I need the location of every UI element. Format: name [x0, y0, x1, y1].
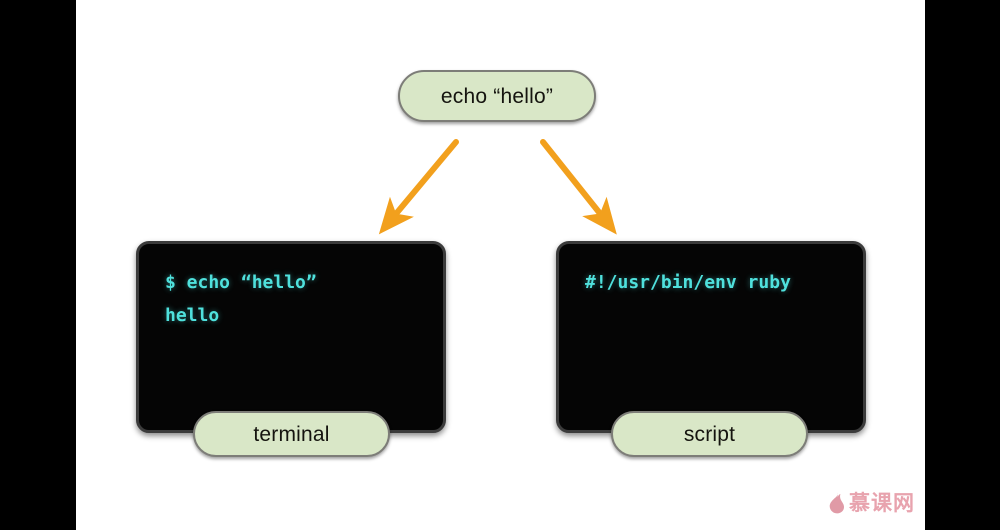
- terminal-line-1: $ echo “hello”: [165, 272, 317, 293]
- terminal-caption-pill[interactable]: terminal: [193, 411, 390, 457]
- watermark-text: 慕课网: [849, 490, 915, 515]
- terminal-line-2: hello: [165, 305, 220, 327]
- terminal-window[interactable]: $ echo “hello” hello: [136, 241, 446, 433]
- script-window[interactable]: #!/usr/bin/env ruby: [556, 241, 866, 433]
- letterbox-bar-left: [0, 0, 76, 530]
- terminal-caption-label: terminal: [253, 422, 330, 446]
- flame-icon: [829, 492, 845, 514]
- script-caption-label: script: [683, 422, 736, 446]
- watermark: 慕课网: [828, 492, 915, 514]
- script-line-1: #!/usr/bin/env ruby: [585, 272, 791, 293]
- command-node[interactable]: echo “hello”: [398, 70, 596, 122]
- letterbox-bar-right: [925, 0, 1000, 530]
- command-node-label: echo “hello”: [440, 84, 554, 108]
- script-caption-pill[interactable]: script: [611, 411, 808, 457]
